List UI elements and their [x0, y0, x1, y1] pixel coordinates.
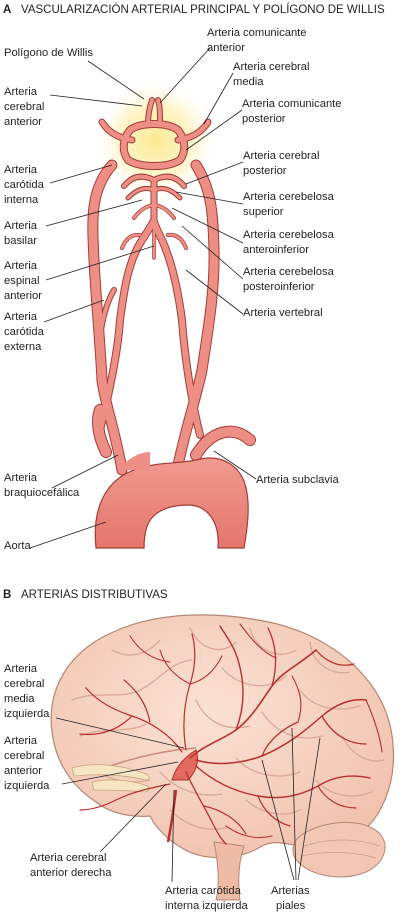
- label-carotida-interna-1: Arteria: [4, 164, 38, 176]
- label-b-carotida-izq-2: interna izquierda: [165, 900, 248, 912]
- panel-b-labels: Arteria cerebral media izquierda Arteria…: [4, 663, 310, 912]
- label-espinal-2: espinal: [4, 275, 39, 287]
- label-comunicante-posterior-1: Arteria comunicante: [242, 98, 342, 110]
- label-braquiocefalica-2: braquiocefálica: [4, 487, 80, 499]
- label-cerebelosa-posteroinferior-2: posteroinferior: [243, 281, 315, 293]
- label-b-media-2: cerebral: [4, 678, 44, 690]
- label-cerebral-anterior-2: cerebral: [4, 101, 44, 113]
- arterial-tree: [87, 97, 256, 476]
- label-cerebral-anterior-3: anterior: [4, 116, 42, 128]
- panel-b-leader-lines: [55, 717, 321, 883]
- willis-highlight: [94, 80, 218, 200]
- panel-a-leader-lines: [29, 47, 257, 549]
- label-basilar-2: basilar: [4, 235, 37, 247]
- label-espinal-3: anterior: [4, 290, 42, 302]
- label-cerebelosa-anteroinferior-2: anteroinferior: [243, 244, 309, 256]
- panel-a-title: VASCULARIZACIÓN ARTERIAL PRINCIPAL Y POL…: [21, 3, 385, 16]
- label-carotida-interna-3: interna: [4, 194, 39, 206]
- label-b-anterior-izq-1: Arteria: [4, 735, 38, 747]
- label-b-anterior-izq-4: izquierda: [4, 780, 50, 792]
- label-poligono-willis: Polígono de Willis: [4, 47, 93, 59]
- label-comunicante-posterior-2: posterior: [242, 113, 286, 125]
- label-carotida-externa-2: carótida: [4, 326, 45, 338]
- label-b-piales-1: Arterias: [271, 885, 310, 897]
- panel-a-labels: Polígono de Willis Arteria cerebral ante…: [4, 27, 342, 552]
- label-carotida-externa-3: externa: [4, 341, 42, 353]
- label-b-media-3: media: [4, 693, 35, 705]
- label-espinal-1: Arteria: [4, 260, 38, 272]
- label-cerebelosa-posteroinferior-1: Arteria cerebelosa: [243, 266, 335, 278]
- label-b-anterior-der-2: anterior derecha: [30, 867, 112, 879]
- label-braquiocefalica-1: Arteria: [4, 472, 38, 484]
- panel-a-letter: A: [3, 4, 11, 16]
- label-cerebelosa-superior-1: Arteria cerebelosa: [243, 191, 335, 203]
- label-vertebral: Arteria vertebral: [243, 307, 323, 319]
- label-aorta: Aorta: [4, 540, 32, 552]
- label-b-anterior-izq-2: cerebral: [4, 750, 44, 762]
- label-basilar-1: Arteria: [4, 220, 38, 232]
- label-b-carotida-izq-1: Arteria carótida: [165, 885, 242, 897]
- label-carotida-externa-1: Arteria: [4, 311, 38, 323]
- label-cerebelosa-superior-2: superior: [243, 206, 284, 218]
- label-cerebral-posterior-2: posterior: [243, 165, 287, 177]
- label-comunicante-anterior-1: Arteria comunicante: [207, 27, 307, 39]
- label-cerebral-anterior-1: Arteria: [4, 86, 38, 98]
- panel-b-letter: B: [3, 589, 11, 601]
- panel-b-title: ARTERIAS DISTRIBUTIVAS: [21, 589, 168, 601]
- label-cerebelosa-anteroinferior-1: Arteria cerebelosa: [243, 229, 335, 241]
- label-cerebral-media-2: media: [233, 76, 264, 88]
- label-b-anterior-izq-3: anterior: [4, 765, 42, 777]
- brain-illustration: [50, 614, 395, 901]
- label-b-media-4: izquierda: [4, 708, 50, 720]
- label-comunicante-anterior-2: anterior: [207, 42, 245, 54]
- label-b-piales-2: piales: [276, 900, 306, 912]
- label-b-anterior-der-1: Arteria cerebral: [30, 852, 106, 864]
- label-cerebral-posterior-1: Arteria cerebral: [243, 150, 319, 162]
- label-b-media-1: Arteria: [4, 663, 38, 675]
- label-carotida-interna-2: carótida: [4, 179, 45, 191]
- label-subclavia: Arteria subclavia: [256, 474, 339, 486]
- label-cerebral-media-1: Arteria cerebral: [233, 61, 309, 73]
